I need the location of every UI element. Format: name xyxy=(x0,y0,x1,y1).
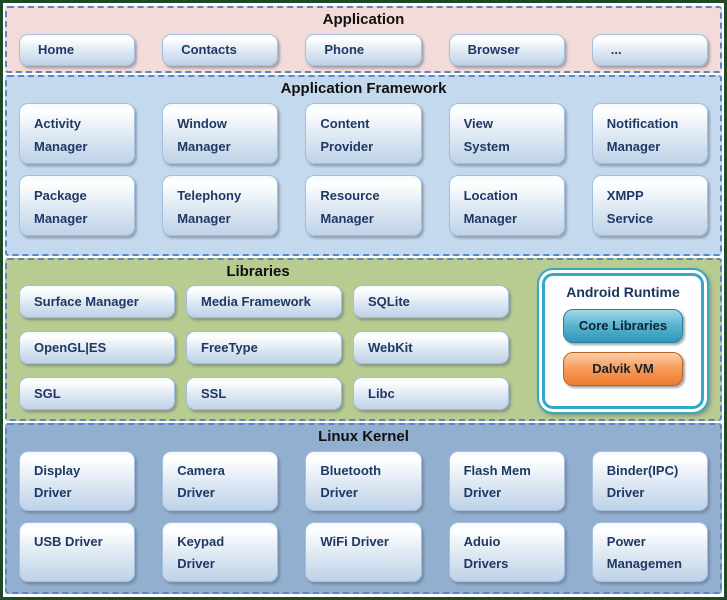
box-keypad-driver: Keypad Driver xyxy=(162,522,279,582)
box-telephony-manager: Telephony Manager xyxy=(162,175,279,236)
android-runtime-panel: Android Runtime Core Libraries Dalvik VM xyxy=(537,268,709,414)
box-activity-manager: Activity Manager xyxy=(19,103,136,164)
libraries-layer-title: Libraries xyxy=(226,263,290,280)
box-notification-manager: Notification Manager xyxy=(591,103,708,164)
box-camera-driver: Camera Driver xyxy=(162,451,279,511)
box-libc: Libc xyxy=(353,377,509,410)
box-webkit: WebKit xyxy=(353,331,509,364)
box-binder-ipc-driver: Binder(IPC) Driver xyxy=(591,451,708,511)
android-runtime-title: Android Runtime xyxy=(566,284,680,300)
box-xmpp-service: XMPP Service xyxy=(591,175,708,236)
box-bluetooth-driver: Bluetooth Driver xyxy=(305,451,422,511)
box-flash-mem-driver: Flash Mem Driver xyxy=(448,451,565,511)
box-browser: Browser xyxy=(448,34,565,66)
box-window-manager: Window Manager xyxy=(162,103,279,164)
libraries-rows: Surface Manager Media Framework SQLite O… xyxy=(7,280,509,410)
box-view-system: View System xyxy=(448,103,565,164)
box-wifi-driver: WiFi Driver xyxy=(305,522,422,582)
box-ellipsis: ... xyxy=(591,34,708,66)
box-content-provider: Content Provider xyxy=(305,103,422,164)
box-usb-driver: USB Driver xyxy=(19,522,136,582)
box-ssl: SSL xyxy=(186,377,342,410)
libraries-layer: Libraries Surface Manager Media Framewor… xyxy=(5,258,722,421)
application-framework-rows: Activity Manager Window Manager Content … xyxy=(7,97,720,236)
box-audio-drivers: Aduio Drivers xyxy=(448,522,565,582)
application-layer-title: Application xyxy=(322,11,405,28)
application-framework-layer: Application Framework Activity Manager W… xyxy=(5,75,722,256)
application-layer: Application Home Contacts Phone Browser … xyxy=(5,6,722,73)
box-core-libraries: Core Libraries xyxy=(563,309,683,343)
box-sgl: SGL xyxy=(19,377,175,410)
box-package-manager: Package Manager xyxy=(19,175,136,236)
box-dalvik-vm: Dalvik VM xyxy=(563,352,683,386)
box-home: Home xyxy=(19,34,136,66)
box-sqlite: SQLite xyxy=(353,285,509,318)
linux-kernel-layer: Linux Kernel Display Driver Camera Drive… xyxy=(5,423,722,594)
libraries-left-block: Libraries Surface Manager Media Framewor… xyxy=(7,260,509,410)
box-opengl-es: OpenGL|ES xyxy=(19,331,175,364)
box-resource-manager: Resource Manager xyxy=(305,175,422,236)
box-location-manager: Location Manager xyxy=(448,175,565,236)
box-phone: Phone xyxy=(305,34,422,66)
box-surface-manager: Surface Manager xyxy=(19,285,175,318)
application-framework-layer-title: Application Framework xyxy=(280,80,447,97)
linux-kernel-rows: Display Driver Camera Driver Bluetooth D… xyxy=(7,445,720,582)
linux-kernel-layer-title: Linux Kernel xyxy=(318,428,409,445)
box-display-driver: Display Driver xyxy=(19,451,136,511)
box-freetype: FreeType xyxy=(186,331,342,364)
box-contacts: Contacts xyxy=(162,34,279,66)
box-media-framework: Media Framework xyxy=(186,285,342,318)
application-row: Home Contacts Phone Browser ... xyxy=(7,28,720,66)
box-power-management: Power Managemen xyxy=(591,522,708,582)
